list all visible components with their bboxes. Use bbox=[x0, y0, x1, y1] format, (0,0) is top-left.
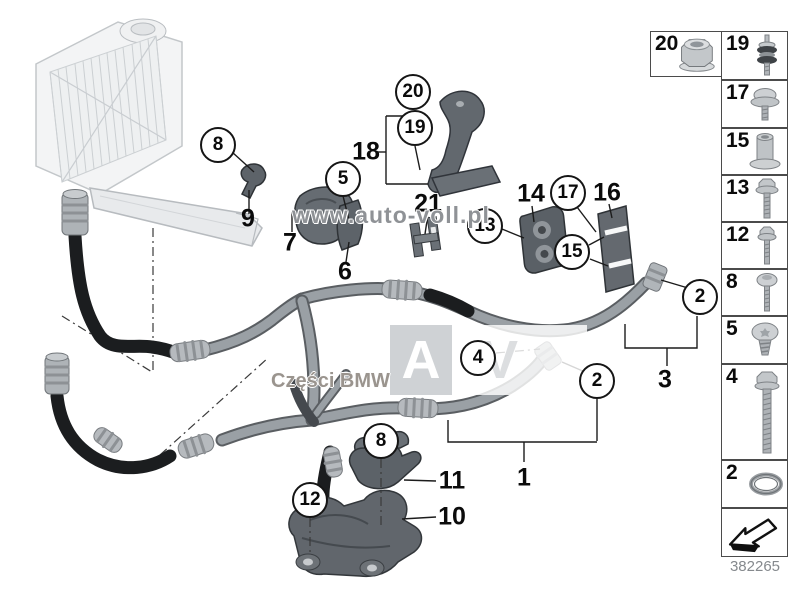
callout-4[interactable]: 4 bbox=[460, 340, 496, 376]
callout-5[interactable]: 5 bbox=[325, 161, 361, 197]
label-21[interactable]: 21 bbox=[414, 189, 442, 218]
callout-17[interactable]: 17 bbox=[550, 175, 586, 211]
shop-logo-watermark: A V bbox=[390, 325, 587, 395]
legend-cell-13[interactable]: 13 bbox=[721, 175, 788, 222]
legend-cell-2[interactable]: 2 bbox=[721, 460, 788, 508]
callout-13[interactable]: 13 bbox=[467, 208, 503, 244]
label-6[interactable]: 6 bbox=[338, 257, 352, 286]
label-10[interactable]: 10 bbox=[438, 502, 466, 531]
oil-cooler-radiator bbox=[35, 18, 183, 195]
legend-cell-4[interactable]: 4 bbox=[721, 364, 788, 460]
hex-bolt-icon bbox=[757, 226, 777, 264]
flange-bolt-icon bbox=[755, 178, 779, 218]
pipe-end-fitting bbox=[642, 262, 668, 292]
label-1[interactable]: 1 bbox=[517, 463, 531, 492]
legend-cell-20[interactable]: 20 bbox=[650, 31, 722, 77]
plate-part-16 bbox=[597, 205, 635, 293]
diagram-part-number: 382265 bbox=[729, 558, 781, 575]
leader-lines bbox=[231, 115, 698, 556]
brand-watermark: Części BMW bbox=[271, 370, 390, 392]
flange-nut-icon bbox=[679, 38, 715, 72]
callout-12[interactable]: 12 bbox=[292, 482, 328, 518]
legend-cell-15[interactable]: 15 bbox=[721, 128, 788, 175]
rubber-mount-stud-icon bbox=[757, 34, 777, 75]
callout-2-mid[interactable]: 2 bbox=[579, 363, 615, 399]
callout-20[interactable]: 20 bbox=[395, 74, 431, 110]
legend-cell-5[interactable]: 5 bbox=[721, 316, 788, 364]
callout-2-right[interactable]: 2 bbox=[682, 279, 718, 315]
o-ring-icon bbox=[749, 472, 783, 496]
spacer-sleeve-icon bbox=[749, 132, 781, 169]
label-16[interactable]: 16 bbox=[593, 178, 621, 207]
bracket-part-18 bbox=[427, 90, 485, 194]
callout-15[interactable]: 15 bbox=[554, 234, 590, 270]
round-head-screw-icon bbox=[756, 272, 778, 311]
label-3[interactable]: 3 bbox=[658, 365, 672, 394]
label-7[interactable]: 7 bbox=[283, 228, 297, 257]
url-watermark: www.auto-voll.pl bbox=[292, 202, 490, 228]
clip-part-9 bbox=[240, 163, 267, 200]
callout-19[interactable]: 19 bbox=[397, 110, 433, 146]
legend-cell-17[interactable]: 17 bbox=[721, 80, 788, 128]
callout-8-bottom[interactable]: 8 bbox=[363, 423, 399, 459]
legend-cell-19[interactable]: 19 bbox=[721, 31, 788, 80]
label-18[interactable]: 18 bbox=[352, 137, 380, 166]
oil-hose-upper-left bbox=[68, 229, 183, 360]
pan-head-screw-icon bbox=[751, 322, 779, 356]
direction-arrow-icon bbox=[728, 517, 778, 552]
callout-8-top[interactable]: 8 bbox=[200, 127, 236, 163]
label-11[interactable]: 11 bbox=[438, 466, 466, 495]
support-beam bbox=[89, 187, 263, 247]
washer-screw-icon bbox=[750, 88, 780, 121]
legend-cell-direction[interactable] bbox=[721, 508, 788, 557]
legend-cell-12[interactable]: 12 bbox=[721, 222, 788, 269]
oil-hose-lower-left bbox=[50, 389, 177, 475]
clip-part-6 bbox=[336, 199, 364, 251]
hose-fittings bbox=[44, 189, 668, 478]
shim-part-21 bbox=[409, 215, 442, 258]
label-14[interactable]: 14 bbox=[517, 179, 545, 208]
logo-letter-a: A bbox=[390, 325, 452, 395]
legend-cell-8[interactable]: 8 bbox=[721, 269, 788, 316]
long-hex-bolt-icon bbox=[754, 371, 780, 454]
label-9[interactable]: 9 bbox=[241, 204, 255, 233]
